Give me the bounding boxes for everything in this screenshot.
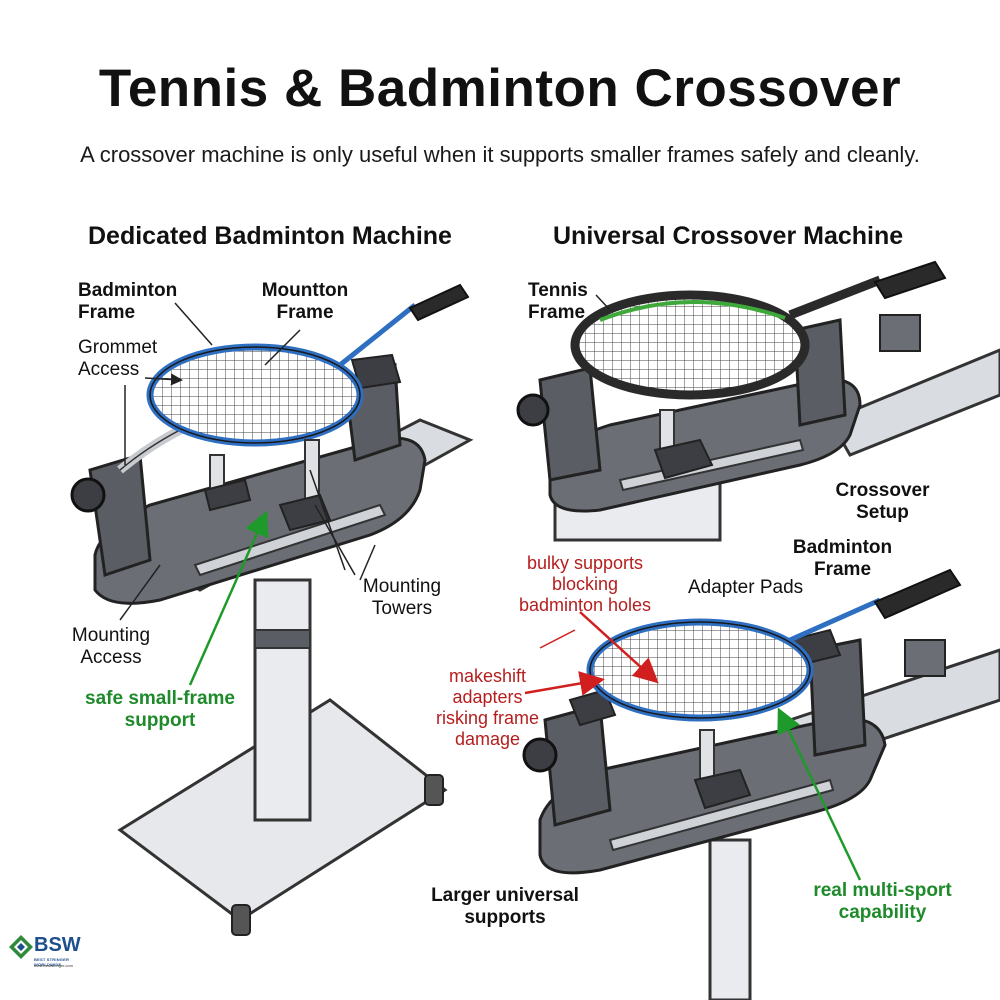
logo-tagline: BEST STRINGER WORLDWIDE: [34, 957, 70, 967]
label-grommet-access: Grommet Access: [78, 337, 158, 380]
logo-url: www.beststringer.com: [34, 963, 73, 968]
left-panel-title: Dedicated Badminton Machine: [88, 222, 452, 250]
label-mounting-access: Mounting Access: [71, 625, 151, 668]
label-mounting-towers: Mounting Towers: [362, 576, 442, 619]
page-subtitle: A crossover machine is only useful when …: [80, 142, 920, 167]
logo-text: BSW: [34, 934, 81, 956]
tennis-frame: [570, 290, 810, 400]
universal-crossover-machine-top: [516, 260, 1000, 542]
label-makeshift-adapters: makeshift adapters risking frame damage: [435, 666, 540, 749]
page-title: Tennis & Badminton Crossover: [98, 59, 902, 118]
label-mounting-frame: Mountton Frame: [261, 280, 349, 323]
label-badminton-frame-right: Badminton Frame: [792, 537, 893, 580]
universal-crossover-machine-bottom: [522, 568, 1000, 1000]
side-support-left: [88, 453, 152, 577]
label-multi-sport: real multi-sport capability: [813, 880, 952, 923]
tennis-handle: [873, 260, 947, 300]
large-support-left: [543, 703, 612, 827]
label-larger-supports: Larger universal supports: [431, 885, 579, 928]
label-bulky-supports: bulky supports blocking badminton holes: [518, 553, 652, 615]
label-crossover-setup: Crossover Setup: [835, 480, 930, 523]
right-panel-title: Universal Crossover Machine: [553, 222, 904, 250]
badminton-handle: [408, 283, 470, 322]
logo-mark-icon: [9, 935, 33, 959]
universal-support-left: [538, 366, 602, 482]
label-badminton-frame-left: Badminton Frame: [78, 280, 178, 323]
bsw-logo: BSW BEST STRINGER WORLDWIDE www.beststri…: [8, 930, 88, 990]
pedestal: [253, 578, 312, 822]
large-support-right: [808, 638, 867, 757]
label-tennis-frame: Tennis Frame: [528, 280, 588, 323]
label-adapter-pads: Adapter Pads: [688, 577, 804, 598]
label-safe-support: safe small-frame support: [85, 688, 235, 731]
leader-lines: [119, 294, 862, 881]
